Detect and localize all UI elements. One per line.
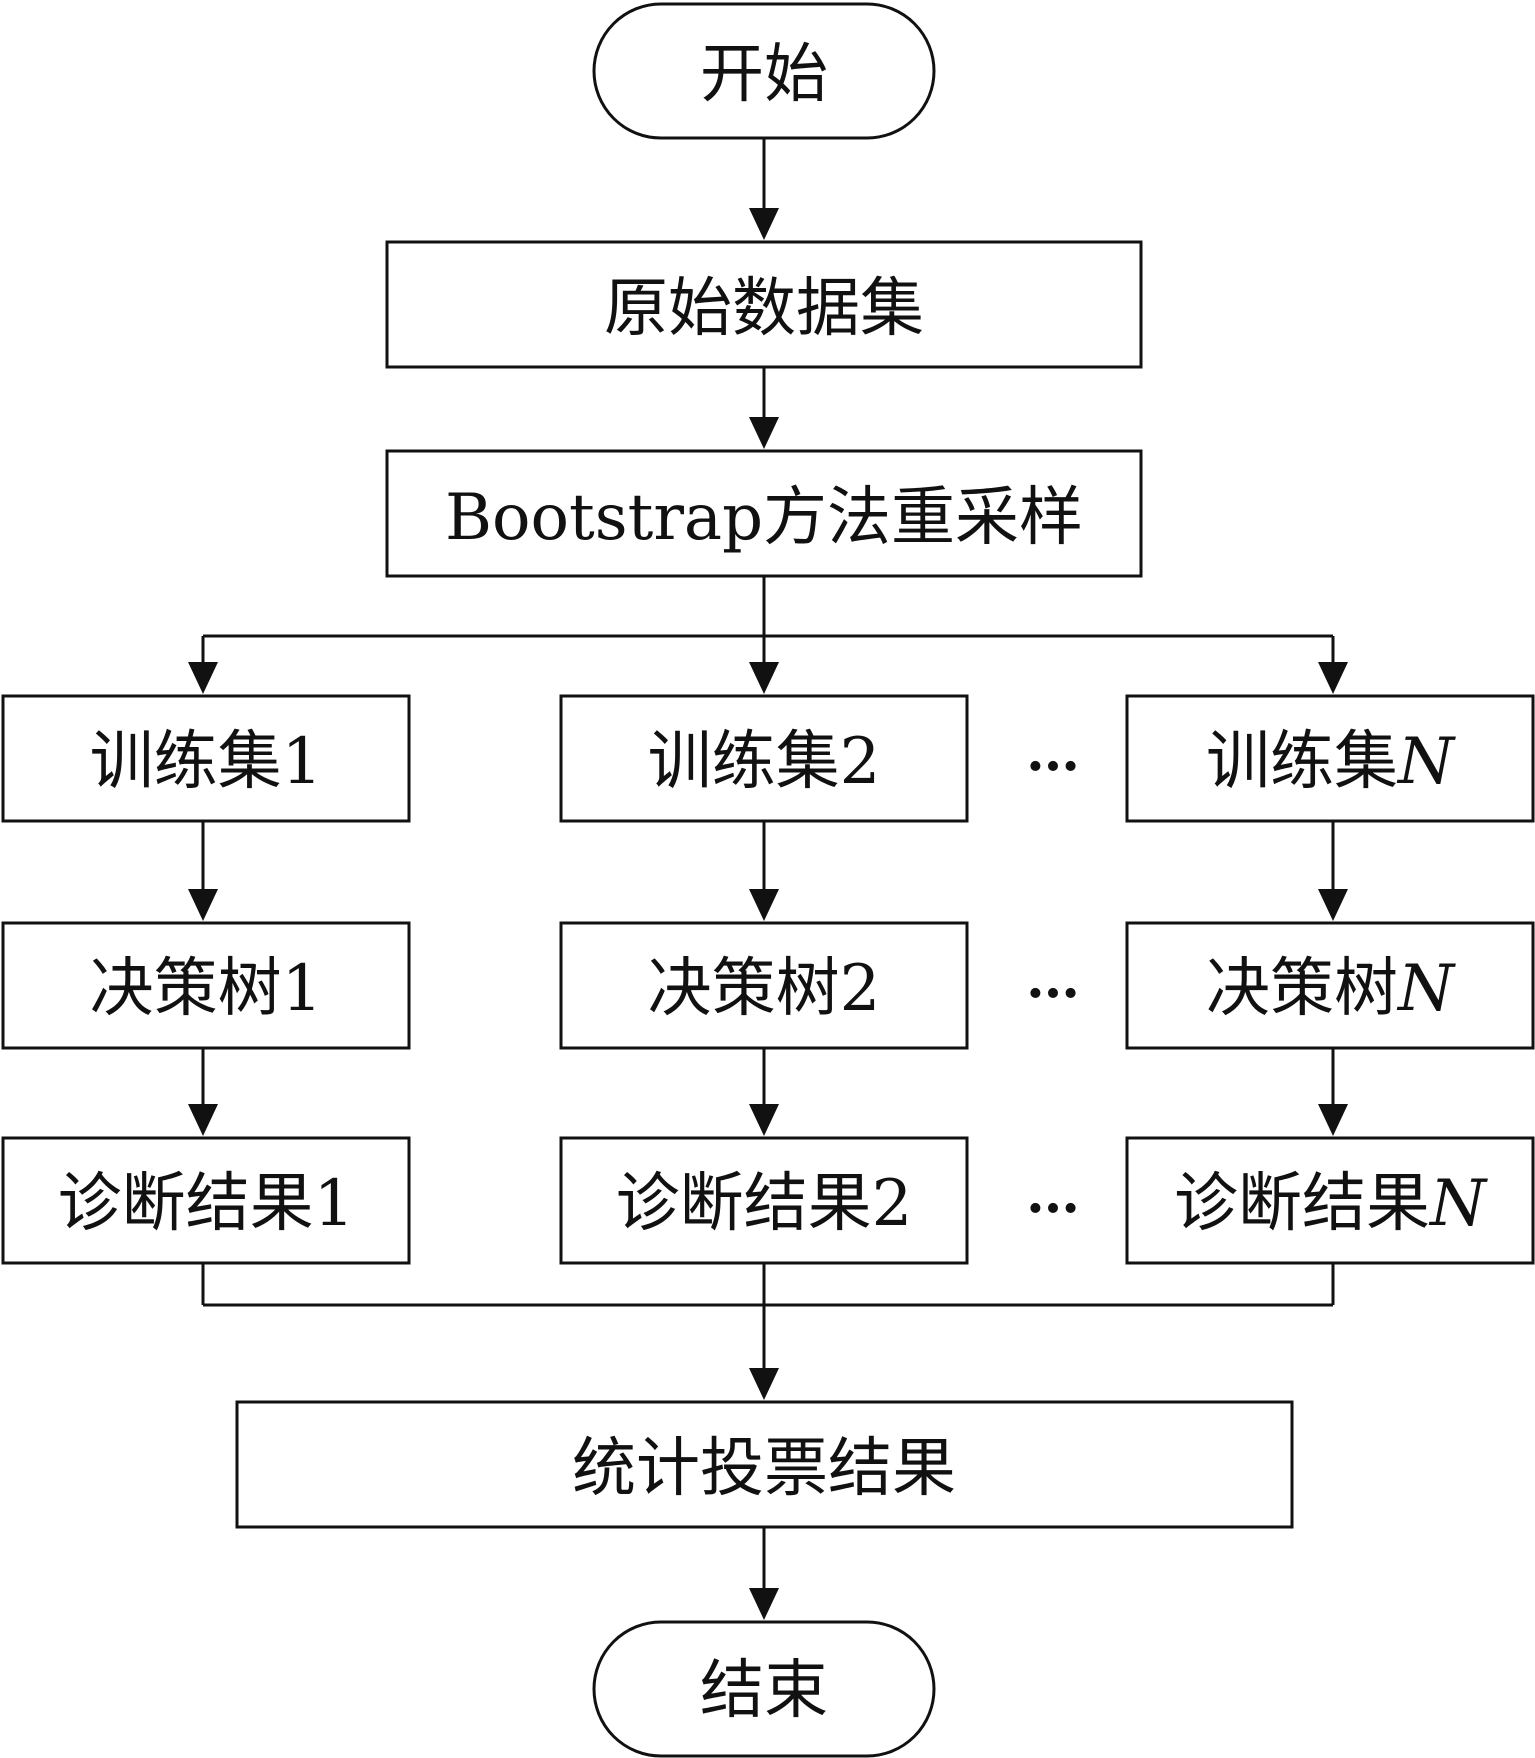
arrowhead-vote (749, 1368, 779, 1400)
arrowhead-result2 (749, 1104, 779, 1136)
train-set-2-label: 训练集2 (648, 725, 881, 799)
start-label: 开始 (700, 38, 828, 112)
decision-tree-1-label: 决策树1 (90, 952, 323, 1026)
decision-tree-2-label: 决策树2 (648, 952, 881, 1026)
diagnosis-result-n-label: 诊断结果N (1174, 1167, 1488, 1241)
train-set-n-prefix: 训练集 (1206, 725, 1398, 799)
arrowhead-tree1 (188, 889, 218, 921)
decision-tree-n-box (1125, 921, 1535, 1050)
diagnosis-result-n-prefix: 诊断结果 (1174, 1167, 1430, 1241)
raw-data-box (385, 240, 1143, 369)
arrowhead-end (749, 1588, 779, 1620)
diagnosis-result-n-box (1125, 1136, 1535, 1265)
vote-box (235, 1400, 1294, 1529)
decision-tree-n-prefix: 决策树 (1206, 952, 1398, 1026)
arrowhead-resultN (1318, 1104, 1348, 1136)
arrowhead-tree2 (749, 889, 779, 921)
arrowhead-raw-resample (749, 417, 779, 449)
decision-tree-n-label: 决策树N (1206, 952, 1456, 1026)
ellipsis-result: … (1026, 1161, 1080, 1225)
train-set-n-box (1125, 694, 1535, 823)
resample-label: Bootstrap方法重采样 (445, 481, 1083, 555)
decision-tree-2-box (559, 921, 969, 1050)
arrowhead-train2 (749, 662, 779, 694)
vote-label: 统计投票结果 (572, 1432, 956, 1506)
diagnosis-result-1-label: 诊断结果1 (58, 1167, 355, 1241)
diagnosis-result-n-suffix: N (1428, 1167, 1488, 1241)
ellipsis-train: … (1026, 719, 1080, 783)
train-set-1-label: 训练集1 (90, 725, 323, 799)
arrowhead-treeN (1318, 889, 1348, 921)
train-set-n-label: 训练集N (1206, 725, 1456, 799)
diagnosis-result-1-box (1, 1136, 411, 1265)
train-set-n-suffix: N (1396, 725, 1456, 799)
arrowhead-trainN (1318, 662, 1348, 694)
arrowhead-train1 (188, 662, 218, 694)
end-node (592, 1620, 936, 1758)
raw-data-label: 原始数据集 (604, 272, 924, 346)
arrowhead-result1 (188, 1104, 218, 1136)
end-label: 结束 (700, 1654, 828, 1728)
train-set-1-box (1, 694, 411, 823)
diagnosis-result-2-label: 诊断结果2 (616, 1167, 913, 1241)
decision-tree-n-suffix: N (1396, 952, 1456, 1026)
diagnosis-result-2-box (559, 1136, 969, 1265)
decision-tree-1-box (1, 921, 411, 1050)
train-set-2-box (559, 694, 969, 823)
arrowhead-start-raw (749, 208, 779, 240)
ellipsis-tree: … (1026, 946, 1080, 1010)
